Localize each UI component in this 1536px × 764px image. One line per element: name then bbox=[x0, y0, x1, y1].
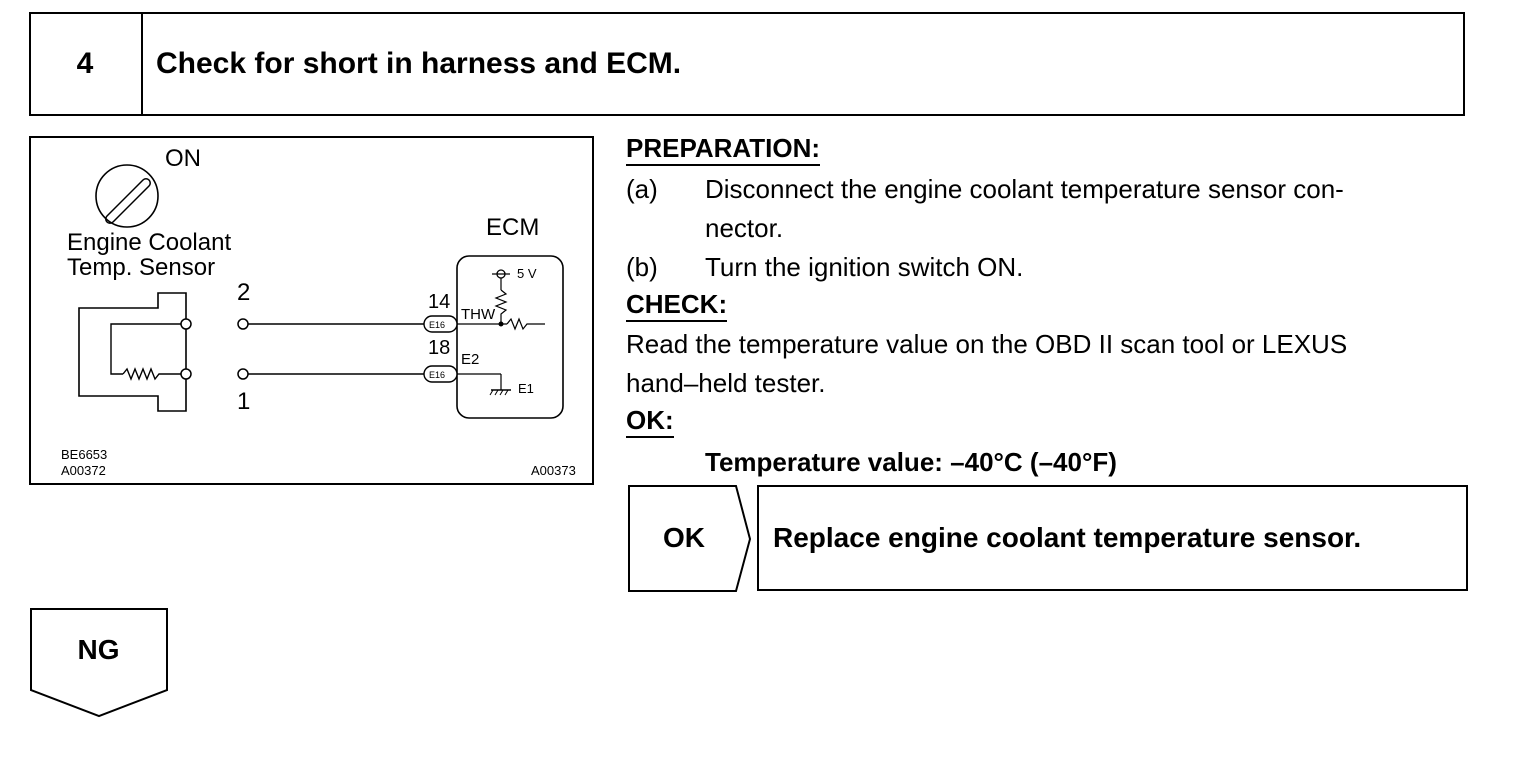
item-a-marker: (a) bbox=[626, 174, 658, 204]
ok-result-label: OK bbox=[663, 522, 705, 553]
harness-terminal-1 bbox=[237, 368, 249, 380]
pin-14-label: 14 bbox=[428, 291, 450, 313]
check-text-continued: hand–held tester. bbox=[626, 368, 826, 398]
ok-arrow-box bbox=[628, 485, 752, 592]
pullup-resistor-icon bbox=[494, 289, 508, 324]
figure-code-3: A00373 bbox=[531, 463, 576, 478]
ok-specification: Temperature value: –40°C (–40°F) bbox=[705, 447, 1117, 477]
ignition-label: ON bbox=[165, 145, 201, 172]
item-a-text: Disconnect the engine coolant temperatur… bbox=[705, 174, 1344, 204]
ignition-switch-icon bbox=[95, 164, 159, 228]
step-header-box bbox=[29, 12, 1465, 116]
ecm-label: ECM bbox=[486, 214, 539, 241]
ecm-input-resistor-icon bbox=[506, 317, 545, 331]
check-header: CHECK: bbox=[626, 288, 728, 322]
check-text: Read the temperature value on the OBD II… bbox=[626, 329, 1348, 359]
pin-18-label: 18 bbox=[428, 337, 450, 359]
ok-result-action: Replace engine coolant temperature senso… bbox=[757, 485, 1468, 591]
voltage-label: 5 V bbox=[517, 266, 537, 281]
figure-code-1: BE6653 bbox=[61, 447, 107, 462]
e2-label: E2 bbox=[461, 351, 479, 368]
ignition-key-icon bbox=[105, 178, 151, 224]
preparation-header: PREPARATION: bbox=[626, 132, 821, 166]
pin-2-label: 2 bbox=[237, 279, 250, 306]
sensor-connector-shape bbox=[78, 292, 187, 412]
e1-label: E1 bbox=[518, 381, 534, 396]
thw-label: THW bbox=[461, 306, 496, 323]
step-title: Check for short in harness and ECM. bbox=[156, 47, 682, 80]
ng-result-label: NG bbox=[77, 634, 120, 665]
figure-code-2: A00372 bbox=[61, 463, 106, 478]
connector-label-2: E16 bbox=[429, 370, 445, 380]
item-a-text-continued: nector. bbox=[705, 213, 784, 243]
item-b-text: Turn the ignition switch ON. bbox=[705, 252, 1024, 282]
sensor-label-line2: Temp. Sensor bbox=[67, 254, 215, 281]
ng-arrow-box bbox=[30, 608, 168, 718]
connector-label-1: E16 bbox=[429, 320, 445, 330]
sensor-resistor-icon bbox=[122, 367, 181, 381]
ecm-box bbox=[456, 255, 564, 419]
item-b-marker: (b) bbox=[626, 252, 658, 282]
ok-header: OK: bbox=[626, 404, 674, 438]
wiring-diagram-svg: ON Engine Coolant Temp. Sensor 2 1 ECM E… bbox=[61, 145, 576, 478]
step-number: 4 bbox=[29, 12, 143, 116]
sensor-label-line1: Engine Coolant bbox=[67, 229, 231, 256]
wiring-diagram: ON Engine Coolant Temp. Sensor 2 1 ECM E… bbox=[29, 136, 594, 485]
pin-1-label: 1 bbox=[237, 388, 250, 415]
harness-terminal-2 bbox=[237, 318, 249, 330]
